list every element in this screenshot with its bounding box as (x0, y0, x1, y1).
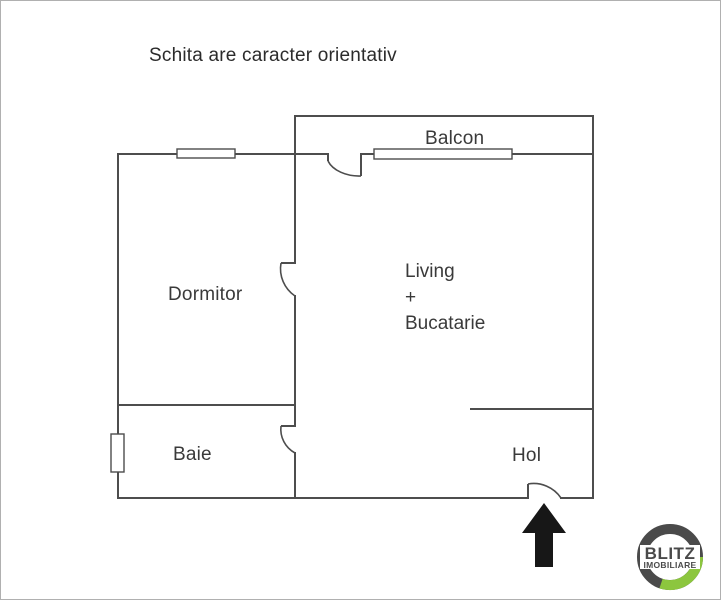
page-title: Schita are caracter orientativ (149, 45, 397, 66)
door-jambs-group (281, 154, 529, 498)
blitz-imobiliare-logo: BLITZ IMOBILIARE (637, 524, 704, 591)
entrance-arrow (522, 503, 566, 567)
room-label-living-plus: + (405, 287, 417, 308)
logo-text-plate (640, 545, 700, 569)
balcony-window (373, 148, 513, 160)
bathroom-window (110, 433, 125, 473)
balcony-door-swing (327, 160, 362, 177)
room-label-living-line1: Living (405, 261, 455, 282)
room-label-living-bucatarie: Living + Bucatarie (405, 259, 485, 337)
door-swings-group (279, 160, 562, 499)
entrance-door-swing (527, 482, 562, 499)
dormitor-door-swing (279, 262, 296, 297)
baie-door-swing (280, 425, 296, 454)
room-label-hol: Hol (512, 445, 542, 466)
windows-group (110, 148, 513, 473)
logo-name-top: BLITZ (645, 544, 696, 563)
room-label-balcon: Balcon (425, 128, 485, 149)
room-label-living-line3: Bucatarie (405, 313, 486, 334)
walls-group (117, 115, 594, 499)
logo-name-bottom: IMOBILIARE (643, 560, 696, 570)
bedroom-window (176, 148, 236, 159)
room-label-baie: Baie (173, 444, 212, 465)
room-label-dormitor: Dormitor (168, 284, 243, 305)
